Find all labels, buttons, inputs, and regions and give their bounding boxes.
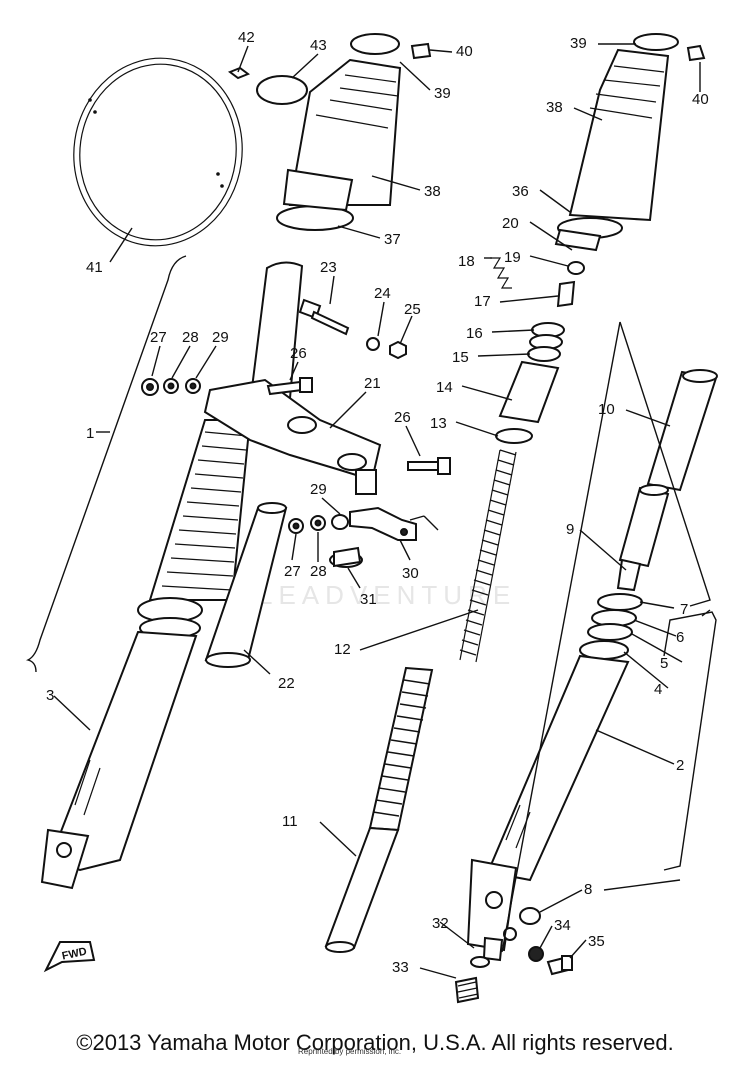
callout-37: 37 (384, 231, 401, 248)
callout-40: 40 (456, 43, 473, 60)
fork-inner-tube (204, 502, 288, 668)
callout-34: 34 (554, 917, 571, 934)
leader-lines (53, 43, 701, 979)
callout-labels: 42 43 40 39 38 37 41 23 24 25 27 28 29 2… (46, 29, 709, 976)
callout-39: 39 (570, 35, 587, 52)
callout-10: 10 (598, 401, 615, 418)
bracket-braces (25, 255, 717, 953)
fork-boot-right (554, 33, 706, 252)
callout-41: 41 (86, 259, 103, 276)
callout-29: 29 (310, 481, 327, 498)
copyright-text: ©2013 Yamaha Motor Corporation, U.S.A. A… (76, 1030, 674, 1055)
callout-22: 22 (278, 675, 295, 692)
callout-2: 2 (676, 757, 684, 774)
callout-29: 29 (212, 329, 229, 346)
callout-28: 28 (310, 563, 327, 580)
callout-6: 6 (676, 629, 684, 646)
hardware-left (141, 298, 451, 568)
callout-13: 13 (430, 415, 447, 432)
fwd-arrow: FWD (43, 941, 96, 973)
damper-rod (324, 666, 434, 953)
callout-19: 19 (504, 249, 521, 266)
callout-4: 4 (654, 681, 662, 698)
callout-21: 21 (364, 375, 381, 392)
callout-36: 36 (512, 183, 529, 200)
callout-5: 5 (660, 655, 668, 672)
left-fork-assembly (40, 261, 304, 890)
right-fork-tubes (616, 369, 718, 592)
overlay-text: Reprinted by permission, inc. (298, 1047, 402, 1056)
callout-25: 25 (404, 301, 421, 318)
callout-7: 7 (680, 601, 688, 618)
clip-part (227, 66, 251, 80)
callout-43: 43 (310, 37, 327, 54)
callout-38: 38 (546, 99, 563, 116)
callout-26: 26 (394, 409, 411, 426)
upper-bracket (203, 378, 382, 495)
callout-8: 8 (584, 881, 592, 898)
callout-39: 39 (434, 85, 451, 102)
callout-32: 32 (432, 915, 449, 932)
watermark: LEADVENTURE (258, 580, 516, 610)
callout-33: 33 (392, 959, 409, 976)
callout-42: 42 (238, 29, 255, 46)
callout-24: 24 (374, 285, 391, 302)
callout-16: 16 (466, 325, 483, 342)
main-spring (459, 449, 517, 663)
callout-1: 1 (86, 425, 94, 442)
callout-18: 18 (458, 253, 475, 270)
o-ring (256, 75, 308, 105)
callout-3: 3 (46, 687, 54, 704)
callout-20: 20 (502, 215, 519, 232)
spring-stack (495, 322, 565, 444)
callout-35: 35 (588, 933, 605, 950)
callout-15: 15 (452, 349, 469, 366)
callout-27: 27 (150, 329, 167, 346)
callout-27: 27 (284, 563, 301, 580)
callout-11: 11 (282, 813, 298, 830)
fork-boot-top (276, 33, 432, 231)
fwd-label: FWD (61, 946, 88, 963)
callout-30: 30 (402, 565, 419, 582)
callout-9: 9 (566, 521, 574, 538)
callout-17: 17 (474, 293, 491, 310)
callout-12: 12 (334, 641, 351, 658)
headlight-rim (73, 57, 243, 247)
callout-38: 38 (424, 183, 441, 200)
small-parts-center (490, 257, 585, 308)
callout-14: 14 (436, 379, 453, 396)
callout-28: 28 (182, 329, 199, 346)
callout-26: 26 (290, 345, 307, 362)
callout-40: 40 (692, 91, 709, 108)
right-lower-leg (466, 593, 643, 962)
exploded-diagram: LEADVENTURE (25, 29, 718, 1004)
callout-23: 23 (320, 259, 337, 276)
bottom-hardware (454, 907, 573, 1004)
callout-31: 31 (360, 591, 377, 608)
